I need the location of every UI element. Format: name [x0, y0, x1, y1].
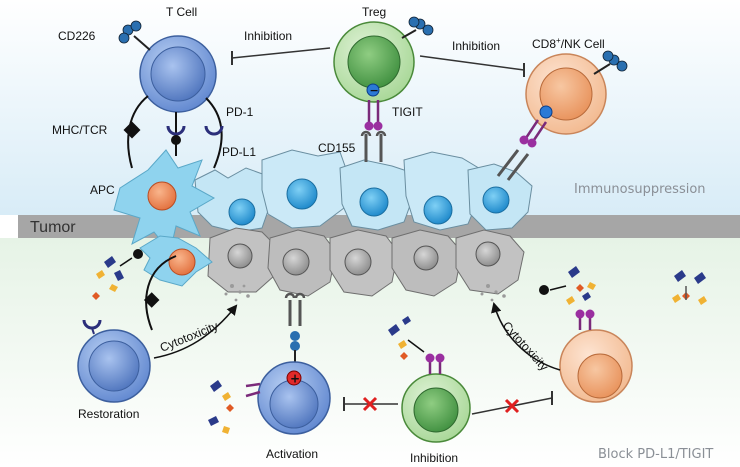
apc-label: APC [90, 183, 115, 197]
apc-cell [113, 149, 216, 287]
treg-minus-sign: − [370, 84, 379, 97]
cell-debris-right [480, 284, 506, 302]
inhibition-left-label: Inhibition [244, 29, 292, 43]
cd155-label: CD155 [318, 141, 356, 155]
restoration-label: Restoration [78, 407, 139, 421]
t-cell [118, 20, 224, 169]
treg-inhibition-right [419, 55, 525, 77]
treg-label: Treg [362, 5, 386, 19]
cd8-nk-cell-restored [559, 309, 633, 403]
block-pdl1-tigit-label: Block PD-L1/TIGIT [598, 447, 713, 462]
activation-label: Activation [266, 447, 318, 461]
restoration-t-cell [77, 255, 177, 403]
activation-t-cell: + [245, 292, 331, 435]
anti-pdl1-antibody-left [92, 249, 143, 300]
tigit-label: TIGIT [392, 105, 423, 119]
t-cell-label: T Cell [166, 5, 197, 19]
cytotoxicity-arrow-right [491, 301, 561, 371]
cd8-nk-cell-label: CD8+/NK Cell [532, 36, 605, 51]
blocked-inhibition-left [343, 396, 398, 412]
treg-inhibition-left [231, 47, 331, 65]
tumor-label: Tumor [30, 219, 76, 236]
pd1-label: PD-1 [226, 105, 254, 119]
free-antibody [672, 270, 707, 305]
inhibition-right-label: Inhibition [452, 39, 500, 53]
mhc-tcr-label: MHC/TCR [52, 123, 108, 137]
anti-tigit-antibody-activation [208, 380, 234, 434]
inhibition-bottom-label: Inhibition [410, 451, 458, 465]
cell-debris-left [224, 284, 250, 302]
cd226-label: CD226 [58, 29, 96, 43]
cytotoxicity-arrow-left [153, 304, 238, 359]
cd8-nk-cell [496, 50, 628, 181]
tumor-nuclei-top [228, 178, 510, 226]
inhibition-treg-cell [401, 353, 471, 443]
anti-pdl1-antibody-right [539, 266, 596, 305]
treg-cell: − [333, 16, 434, 162]
blocked-inhibition-right [471, 391, 553, 415]
anti-tigit-antibody-center [388, 316, 425, 360]
immunosuppression-label: Immunosuppression [574, 182, 706, 197]
pdl1-label: PD-L1 [222, 145, 256, 159]
tumor-nuclei-bottom [227, 241, 501, 276]
activation-plus-sign: + [290, 372, 300, 386]
